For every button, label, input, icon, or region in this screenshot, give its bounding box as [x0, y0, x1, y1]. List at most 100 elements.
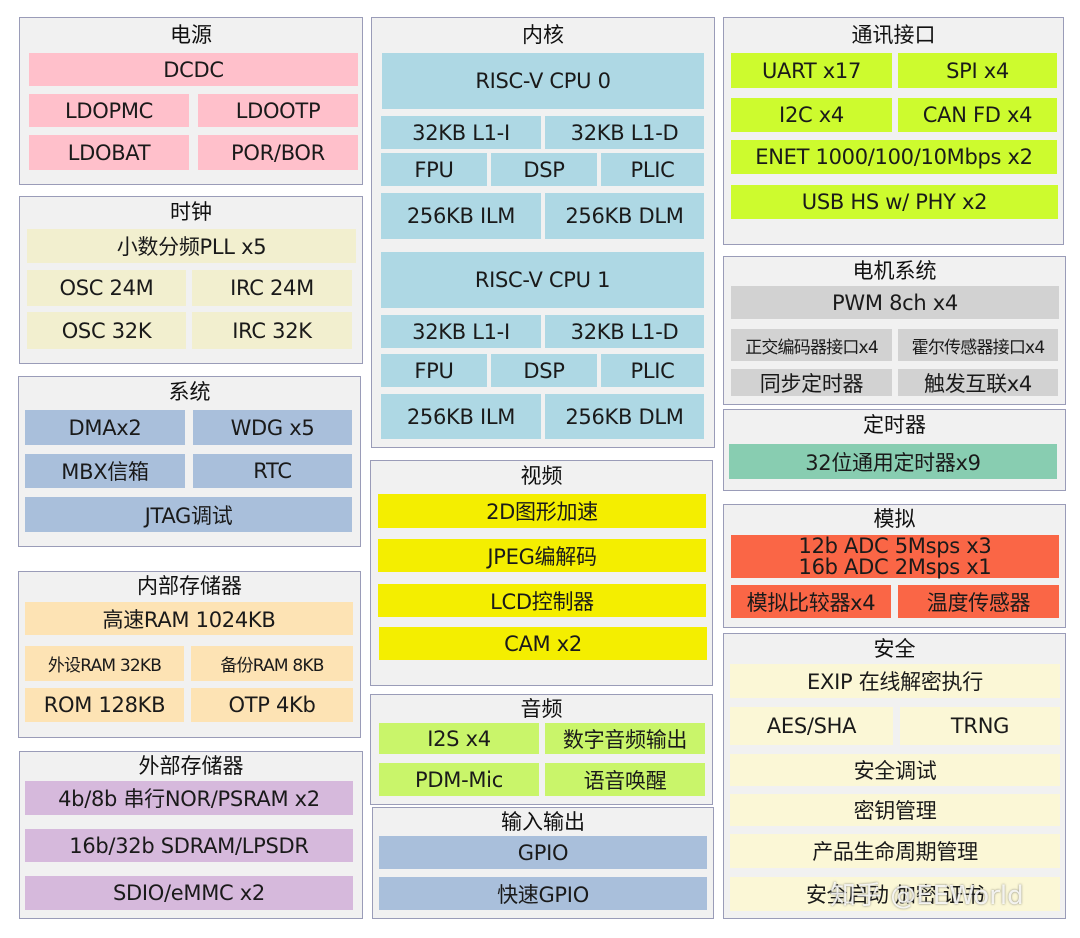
block-sdram: 16b/32b SDRAM/LPSDR: [25, 829, 353, 862]
block-gpio: GPIO: [379, 836, 707, 869]
block-digital-audio-out: 数字音频输出: [545, 723, 705, 754]
io-panel: 输入输出 GPIO 快速GPIO: [372, 807, 714, 919]
system-title: 系统: [168, 380, 211, 404]
block-cpu1-plic: PLIC: [601, 354, 704, 387]
clock-panel: 时钟 小数分频PLL x5 OSC 24M IRC 24M OSC 32K IR…: [19, 196, 363, 364]
block-jtag: JTAG调试: [25, 497, 352, 532]
block-jpeg: JPEG编解码: [378, 539, 706, 572]
block-cpu1-dsp: DSP: [491, 354, 597, 387]
audio-panel: 音频 I2S x4 数字音频输出 PDM-Mic 语音唤醒: [370, 694, 713, 805]
block-cpu1-ilm: 256KB ILM: [381, 394, 541, 439]
clock-title: 时钟: [170, 200, 212, 224]
internal-memory-panel: 内部存储器 高速RAM 1024KB 外设RAM 32KB 备份RAM 8KB …: [18, 571, 361, 738]
external-memory-panel: 外部存储器 4b/8b 串行NOR/PSRAM x2 16b/32b SDRAM…: [19, 751, 363, 919]
block-fast-gpio: 快速GPIO: [379, 877, 707, 910]
external-memory-title: 外部存储器: [138, 754, 244, 778]
block-secure-boot: 安全启动 加密 证书: [730, 877, 1060, 911]
block-dcdc: DCDC: [29, 53, 358, 86]
block-cpu1: RISC-V CPU 1: [381, 252, 704, 308]
block-pwm: PWM 8ch x4: [731, 286, 1059, 319]
video-panel: 视频 2D图形加速 JPEG编解码 LCD控制器 CAM x2: [370, 460, 713, 686]
block-voice-wakeup: 语音唤醒: [545, 763, 705, 796]
security-panel: 安全 EXIP 在线解密执行 AES/SHA TRNG 安全调试 密钥管理 产品…: [723, 633, 1066, 919]
block-sync-timer: 同步定时器: [731, 369, 892, 396]
block-cpu1-dlm: 256KB DLM: [545, 394, 704, 439]
block-irc24m: IRC 24M: [192, 270, 352, 306]
block-fast-ram: 高速RAM 1024KB: [25, 602, 353, 635]
core-title: 内核: [522, 23, 564, 47]
block-trigger-mux: 触发互联x4: [898, 369, 1058, 396]
block-gp-timer: 32位通用定时器x9: [729, 444, 1057, 479]
block-ldobat: LDOBAT: [29, 135, 189, 170]
video-title: 视频: [520, 464, 563, 488]
audio-title: 音频: [520, 697, 563, 721]
block-cpu0-l1d: 32KB L1-D: [545, 116, 704, 149]
motor-title: 电机系统: [852, 259, 937, 283]
block-2d-accel: 2D图形加速: [378, 494, 706, 528]
system-panel: 系统 DMAx2 WDG x5 MBX信箱 RTC JTAG调试: [18, 376, 361, 547]
core-panel: 内核 RISC-V CPU 0 32KB L1-I 32KB L1-D FPU …: [371, 17, 715, 448]
block-can-fd: CAN FD x4: [898, 98, 1057, 132]
io-title: 输入输出: [501, 810, 585, 834]
analog-panel: 模拟 12b ADC 5Msps x3 16b ADC 2Msps x1 模拟比…: [723, 504, 1066, 628]
adc-12b-label: 12b ADC 5Msps x3: [798, 533, 992, 558]
block-rom: ROM 128KB: [25, 688, 184, 722]
block-dma: DMAx2: [25, 410, 185, 445]
block-cpu0-dlm: 256KB DLM: [545, 193, 704, 239]
watermark-text: 知乎 @EEWorld: [830, 881, 1024, 911]
block-comparator: 模拟比较器x4: [731, 585, 891, 618]
comm-panel: 通讯接口 UART x17 SPI x4 I2C x4 CAN FD x4 EN…: [723, 17, 1064, 245]
block-irc32k: IRC 32K: [192, 312, 352, 349]
motor-panel: 电机系统 PWM 8ch x4 正交编码器接口x4 霍尔传感器接口x4 同步定时…: [723, 256, 1066, 405]
block-qei: 正交编码器接口x4: [731, 329, 892, 361]
power-panel: 电源 DCDC LDOPMC LDOOTP LDOBAT POR/BOR: [19, 17, 363, 185]
block-enet: ENET 1000/100/10Mbps x2: [731, 140, 1057, 174]
block-pdm-mic: PDM-Mic: [379, 763, 539, 796]
block-i2c: I2C x4: [731, 98, 892, 132]
adc-16b-label: 16b ADC 2Msps x1: [798, 554, 992, 579]
block-temp-sensor: 温度传感器: [898, 585, 1059, 618]
analog-title: 模拟: [873, 507, 916, 531]
block-adc: 12b ADC 5Msps x3 16b ADC 2Msps x1: [731, 535, 1059, 578]
block-otp: OTP 4Kb: [191, 688, 353, 722]
block-osc32k: OSC 32K: [27, 312, 186, 349]
block-uart: UART x17: [731, 53, 892, 88]
block-pll: 小数分频PLL x5: [27, 229, 356, 263]
block-aes-sha: AES/SHA: [730, 707, 893, 745]
comm-title: 通讯接口: [851, 23, 936, 47]
block-nor-psram: 4b/8b 串行NOR/PSRAM x2: [25, 781, 353, 815]
timer-title: 定时器: [863, 413, 926, 437]
block-cpu0-ilm: 256KB ILM: [381, 193, 541, 239]
block-wdg: WDG x5: [193, 410, 352, 445]
block-i2s: I2S x4: [379, 723, 539, 754]
block-cpu0-fpu: FPU: [381, 153, 487, 186]
block-periph-ram: 外设RAM 32KB: [25, 646, 184, 681]
block-cpu0-dsp: DSP: [491, 153, 597, 186]
block-ldopmc: LDOPMC: [29, 94, 189, 127]
block-rtc: RTC: [193, 454, 352, 488]
block-cpu1-l1i: 32KB L1-I: [381, 315, 541, 348]
block-key-mgmt: 密钥管理: [730, 794, 1060, 826]
block-ldootp: LDOOTP: [198, 94, 358, 127]
block-lifecycle: 产品生命周期管理: [730, 834, 1060, 868]
block-hall: 霍尔传感器接口x4: [898, 329, 1058, 361]
block-cpu0: RISC-V CPU 0: [382, 53, 704, 109]
internal-memory-title: 内部存储器: [137, 574, 242, 598]
block-backup-ram: 备份RAM 8KB: [191, 646, 353, 681]
block-cpu1-fpu: FPU: [381, 354, 487, 387]
block-usb: USB HS w/ PHY x2: [731, 185, 1058, 219]
block-mbx: MBX信箱: [25, 454, 185, 488]
block-secure-debug: 安全调试: [730, 754, 1060, 786]
block-spi: SPI x4: [898, 53, 1057, 88]
block-exip: EXIP 在线解密执行: [730, 664, 1060, 698]
block-lcd: LCD控制器: [378, 584, 706, 617]
block-osc24m: OSC 24M: [27, 270, 186, 306]
block-trng: TRNG: [900, 707, 1060, 745]
block-cam: CAM x2: [379, 627, 707, 660]
block-cpu1-l1d: 32KB L1-D: [545, 315, 704, 348]
block-cpu0-plic: PLIC: [601, 153, 704, 186]
timer-panel: 定时器 32位通用定时器x9: [723, 409, 1066, 491]
block-cpu0-l1i: 32KB L1-I: [381, 116, 541, 149]
power-title: 电源: [170, 23, 212, 47]
block-sdio: SDIO/eMMC x2: [25, 876, 353, 910]
